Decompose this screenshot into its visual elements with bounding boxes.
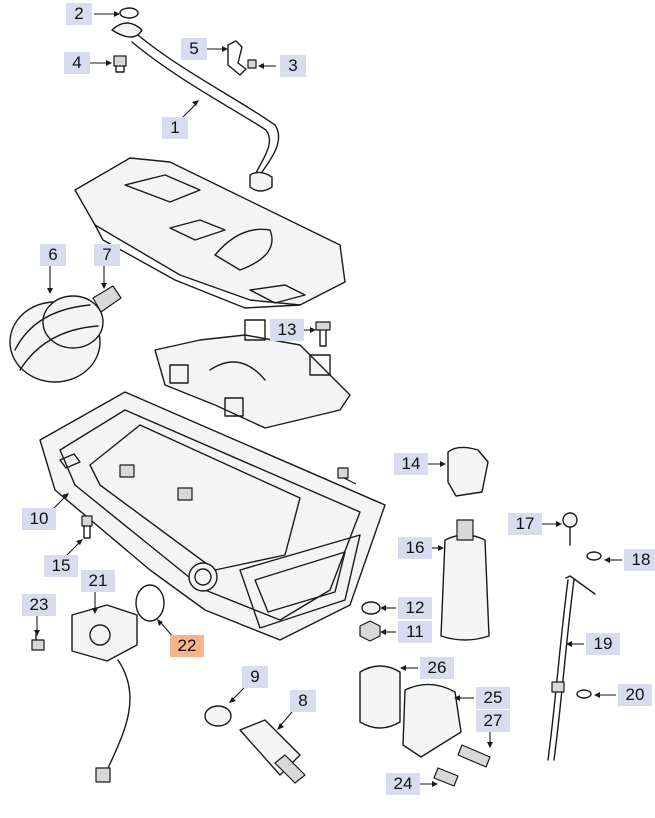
callout-26: 26 [420,657,454,679]
callout-5: 5 [181,38,207,60]
part-16-sealant-tube [440,519,490,641]
callout-22-highlighted: 22 [170,635,204,657]
part-18-washer [586,551,602,561]
callout-24: 24 [386,773,420,795]
part-25-housing [402,683,462,758]
callout-10: 10 [22,508,56,530]
callout-12: 12 [398,597,432,619]
part-24-bolt [433,767,459,787]
callout-1: 1 [162,117,188,139]
part-10-oil-pan [39,391,386,641]
callout-13: 13 [270,319,304,341]
callout-19: 19 [586,633,620,655]
part-9-o-ring [204,705,232,727]
pan-drain-bolt [337,467,357,485]
callout-4: 4 [64,52,90,74]
lower-baffle-plate [154,319,351,429]
part-6-oil-filter [9,295,104,383]
part-15-bolt [81,515,93,539]
part-4-bolt [113,55,127,73]
callout-17: 17 [508,513,542,535]
part-12-seal [361,601,381,615]
part-17-sensor [562,512,578,546]
callout-3: 3 [280,55,306,77]
callout-2: 2 [66,3,92,25]
callout-9: 9 [242,666,268,688]
part-13-bolt [315,321,331,347]
part-5-clip [227,40,247,76]
callout-14: 14 [394,453,428,475]
callout-15: 15 [44,555,78,577]
part-27-bolt [457,744,491,768]
callout-7: 7 [94,244,120,266]
part-2-o-ring [119,7,139,19]
callout-6: 6 [40,244,66,266]
upper-baffle-plate [74,157,346,309]
callout-27: 27 [476,710,510,732]
callout-23: 23 [22,594,56,616]
callout-11: 11 [398,621,432,643]
part-7-fitting [92,285,122,313]
part-22-gasket [135,584,165,622]
callout-21: 21 [81,570,115,592]
part-14-cap [447,446,489,497]
part-26-gasket [359,665,401,729]
part-23-bolt [31,633,45,651]
part-21-sensor [71,604,138,783]
callout-18: 18 [624,549,655,571]
callout-20: 20 [618,684,652,706]
part-11-nut [359,620,381,642]
part-20-washer [576,689,592,699]
part-8-sender [239,719,306,784]
part-1-dipstick-tube [111,22,280,192]
callout-25: 25 [476,687,510,709]
callout-8: 8 [290,690,316,712]
part-19-dipstick [547,575,596,761]
callout-16: 16 [398,537,432,559]
part-3-bolt [247,59,257,69]
